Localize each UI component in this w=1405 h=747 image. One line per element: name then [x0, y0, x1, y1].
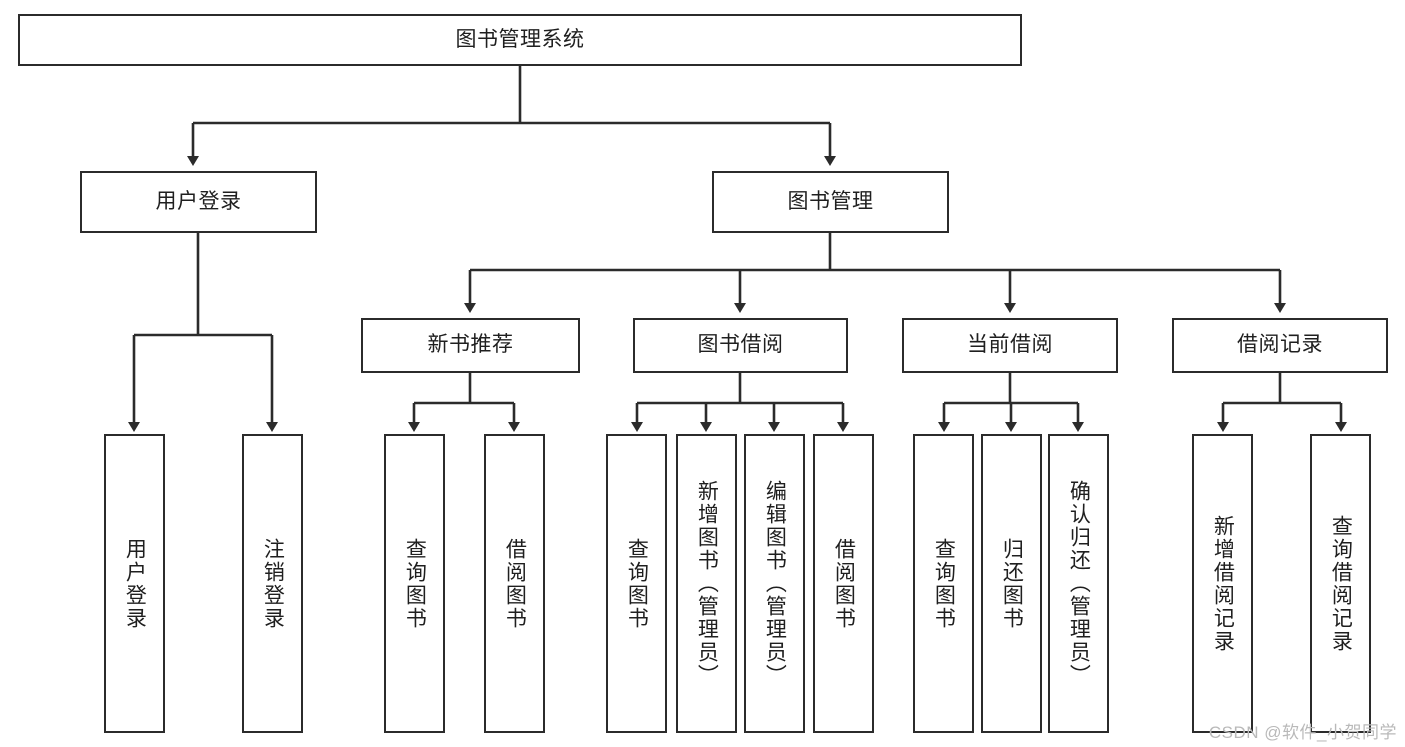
node-label: 图书管理系统 [455, 27, 585, 51]
leaf-user-login-logout[interactable]: 注销登录 [242, 434, 303, 733]
leaf-book-borrow-edit-book-admin[interactable]: 编辑图书（管理员） [744, 434, 805, 733]
node-new-book-recommend[interactable]: 新书推荐 [361, 318, 580, 373]
node-label: 当前借阅 [967, 333, 1053, 357]
node-book-management[interactable]: 图书管理 [712, 171, 949, 233]
node-label: 归还图书 [1000, 537, 1024, 630]
node-label: 图书借阅 [697, 333, 784, 357]
node-book-borrow[interactable]: 图书借阅 [633, 318, 848, 373]
node-borrow-record[interactable]: 借阅记录 [1172, 318, 1388, 373]
leaf-current-borrow-return-book[interactable]: 归还图书 [981, 434, 1042, 733]
leaf-borrow-record-add-record[interactable]: 新增借阅记录 [1192, 434, 1253, 733]
node-user-login[interactable]: 用户登录 [80, 171, 317, 233]
node-label: 借阅记录 [1237, 333, 1323, 357]
leaf-current-borrow-confirm-return-admin[interactable]: 确认归还（管理员） [1048, 434, 1109, 733]
leaf-book-borrow-query-book[interactable]: 查询图书 [606, 434, 667, 733]
node-label: 查询借阅记录 [1329, 514, 1353, 653]
node-label: 查询图书 [625, 537, 649, 630]
leaf-new-book-borrow-book[interactable]: 借阅图书 [484, 434, 545, 733]
node-label: 图书管理 [787, 189, 874, 213]
node-label: 新书推荐 [427, 333, 514, 357]
leaf-new-book-query-book[interactable]: 查询图书 [384, 434, 445, 733]
node-label: 借阅图书 [503, 537, 527, 630]
leaf-book-borrow-add-book-admin[interactable]: 新增图书（管理员） [676, 434, 737, 733]
node-label: 查询图书 [932, 537, 956, 630]
node-label: 借阅图书 [832, 537, 856, 630]
leaf-book-borrow-borrow-book[interactable]: 借阅图书 [813, 434, 874, 733]
node-label: 查询图书 [403, 537, 427, 630]
node-label: 注销登录 [261, 537, 285, 630]
node-current-borrow[interactable]: 当前借阅 [902, 318, 1118, 373]
leaf-current-borrow-query-book[interactable]: 查询图书 [913, 434, 974, 733]
node-label: 确认归还（管理员） [1067, 480, 1091, 687]
node-label: 编辑图书（管理员） [763, 480, 787, 687]
node-label: 用户登录 [123, 537, 147, 630]
node-label: 新增借阅记录 [1211, 514, 1235, 653]
watermark-text: CSDN @软件_小贺同学 [1208, 723, 1397, 742]
leaf-user-login-login[interactable]: 用户登录 [104, 434, 165, 733]
node-root-book-management-system[interactable]: 图书管理系统 [18, 14, 1022, 66]
node-label: 用户登录 [155, 189, 242, 213]
node-label: 新增图书（管理员） [695, 480, 719, 687]
leaf-borrow-record-query-record[interactable]: 查询借阅记录 [1310, 434, 1371, 733]
